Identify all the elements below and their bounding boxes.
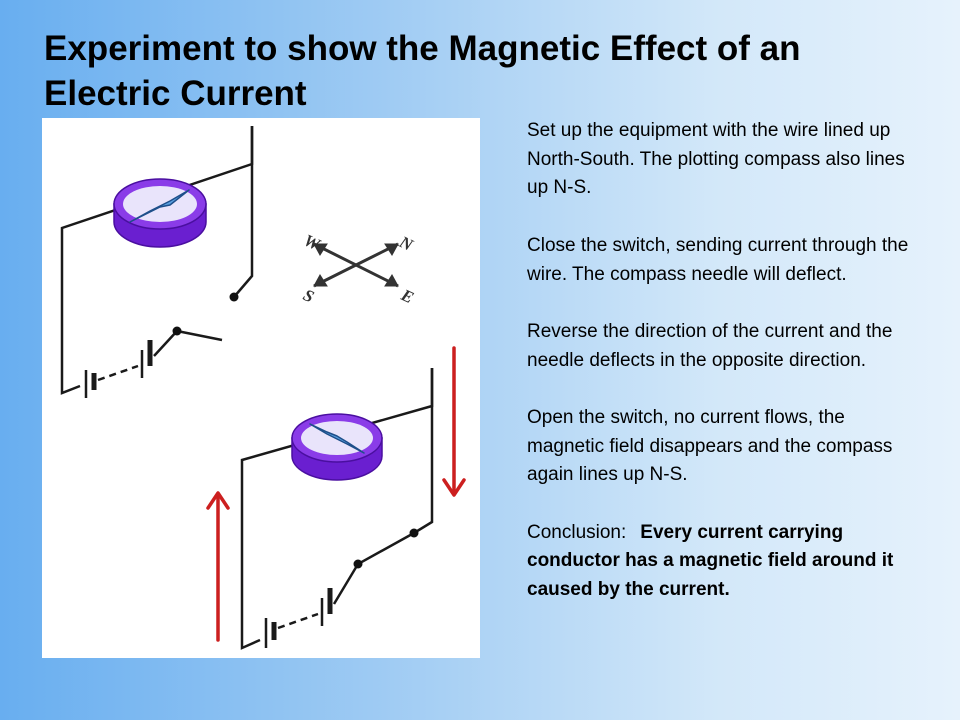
switch-contact-a <box>229 292 239 302</box>
compass-bottom <box>291 413 383 481</box>
circuit-bottom <box>240 368 434 650</box>
step-open-switch: Open the switch, no current flows, the m… <box>527 406 893 486</box>
compass-top-needle <box>129 189 190 223</box>
compass-top-face <box>123 186 197 222</box>
step-close-switch: Close the switch, sending current throug… <box>527 234 909 285</box>
conclusion-text: Every current carrying conductor has a m… <box>527 521 894 601</box>
switch-contact-b <box>172 326 182 336</box>
conclusion-label: Conclusion: <box>527 521 627 543</box>
switch2-contact-b <box>353 559 363 569</box>
circuit-diagram-svg: W N S E <box>60 126 466 650</box>
step-setup: Set up the equipment with the wire lined… <box>527 120 905 199</box>
rose-north-label: N <box>396 232 417 255</box>
wire-to-switch-2 <box>332 531 415 605</box>
compass-rose <box>313 242 399 288</box>
switch-lever <box>176 329 223 342</box>
step-reverse-current: Reverse the direction of the current and… <box>527 320 893 371</box>
battery-dashes <box>97 364 139 382</box>
wire-top-right <box>233 126 254 298</box>
compass-bottom-needle <box>309 423 365 454</box>
rose-east-label: E <box>397 285 416 307</box>
wire-bottom-right <box>413 368 434 535</box>
circuit-top <box>60 126 254 398</box>
wire-bottom-loop <box>240 368 434 650</box>
battery2-dashes <box>277 612 319 630</box>
conclusion: Conclusion:Every current carrying conduc… <box>527 519 927 605</box>
slide-title: Experiment to show the Magnetic Effect o… <box>44 29 801 113</box>
rose-south-label: S <box>300 285 317 306</box>
switch2-contact-a <box>409 528 419 538</box>
current-arrow-down-head <box>442 478 466 497</box>
compass-top <box>113 178 207 248</box>
current-arrow-up-head <box>206 491 230 510</box>
circuit-diagram: W N S E <box>42 118 480 658</box>
wire-to-switch <box>153 330 178 357</box>
explanation-text: Set up the equipment with the wire lined… <box>527 117 927 605</box>
current-arrows <box>206 346 466 642</box>
